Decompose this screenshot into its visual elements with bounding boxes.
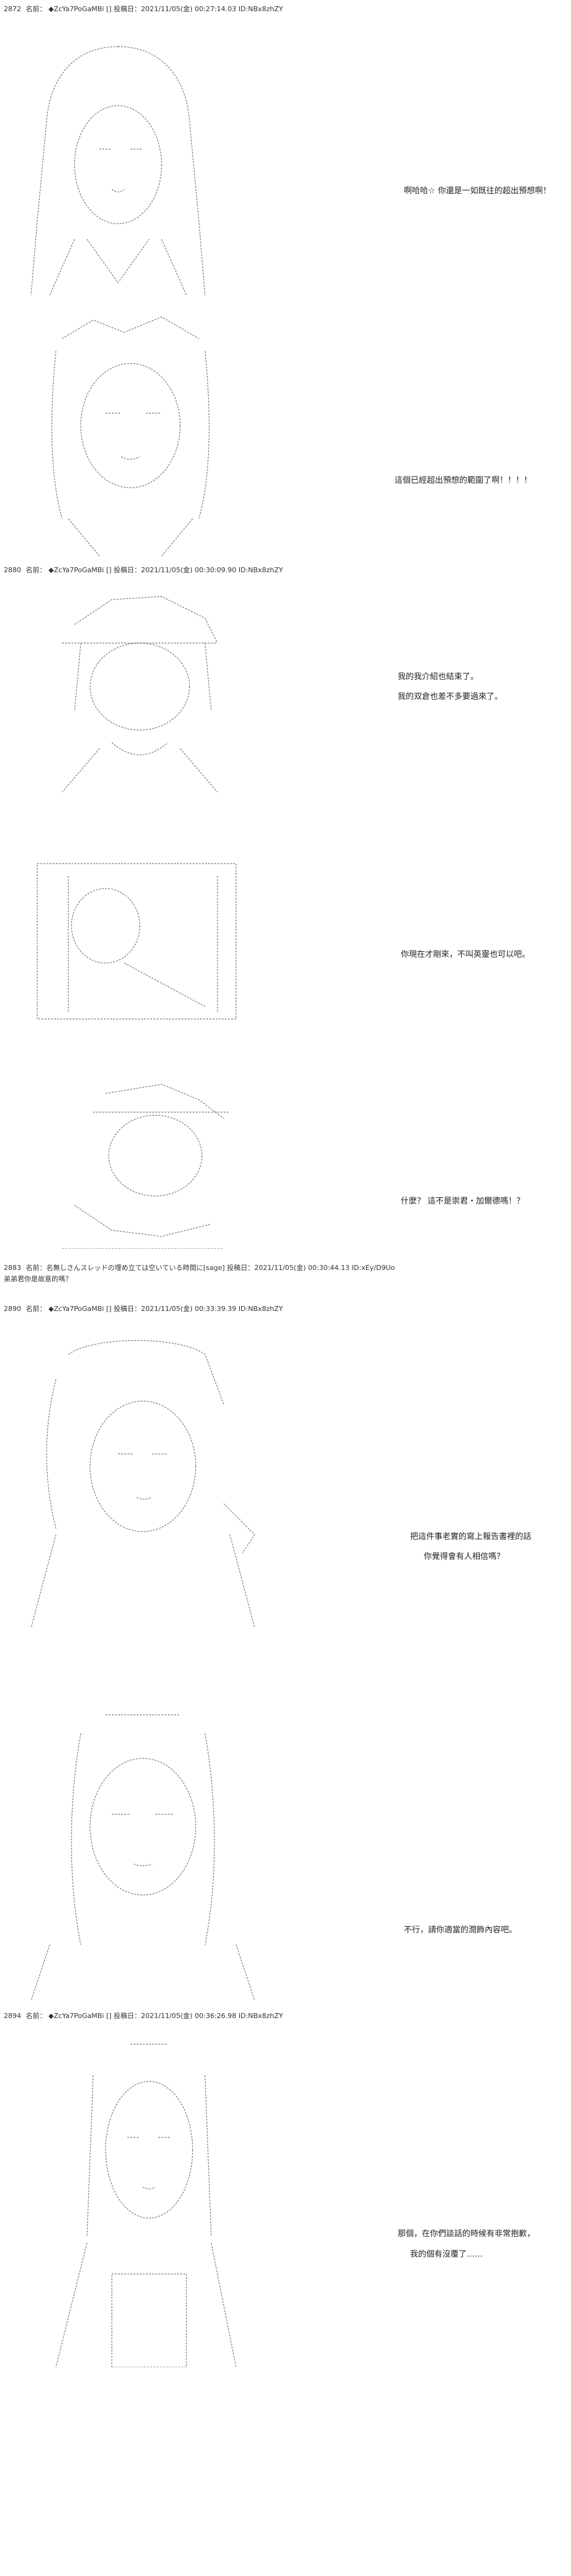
dialogue-line: 那個，在你們談話的時候有非常抱歉， <box>398 2229 536 2239</box>
post-id: ID:xEy/D9Uo <box>352 1264 395 1272</box>
ascii-art-drawing <box>30 46 206 296</box>
post-trip: 名無しさんスレッドの埋め立ては空いている時間に[sage] <box>46 1264 225 1272</box>
ascii-art-drawing <box>37 863 237 1020</box>
ascii-art-panel <box>12 34 217 301</box>
post-date-label: 投稿日： <box>113 2012 141 2020</box>
dialogue-line: 啊哈哈☆ 你還是一如既往的超出預想啊！ <box>404 186 551 196</box>
ascii-art-panel <box>25 1709 261 2001</box>
post-id: ID:NBx8zhZY <box>238 566 283 574</box>
ascii-art-panel <box>25 314 236 559</box>
post-number: 2880 <box>4 566 21 574</box>
ascii-art-panel <box>31 857 249 1022</box>
dialogue-line: 我的個有沒覆了…… <box>410 2250 483 2259</box>
post-date: 2021/11/05(金) 00:27:14.03 <box>140 5 237 13</box>
ascii-art-drawing <box>30 1714 255 2001</box>
post-number: 2872 <box>4 5 21 13</box>
post-header: 2894 名前： ◆ZcYa7PoGaMBi [] 投稿日：2021/11/05… <box>4 2011 283 2021</box>
post-id: ID:NBx8zhZY <box>238 5 283 13</box>
ascii-art-drawing <box>62 1084 230 1249</box>
post-number: 2883 <box>4 1264 21 1272</box>
post-date: 2021/11/05(金) 00:36:26.98 <box>140 2012 237 2020</box>
post-header: 2880 名前： ◆ZcYa7PoGaMBi [] 投稿日：2021/11/05… <box>4 565 283 575</box>
post-number: 2890 <box>4 1305 21 1313</box>
dialogue-line: 把這件事老實的寫上報告書裡的話 <box>410 1532 532 1541</box>
post-name-label: 名前： <box>25 1264 47 1272</box>
post-trip: ◆ZcYa7PoGaMBi <box>48 2012 104 2020</box>
post-trip: ◆ZcYa7PoGaMBi <box>48 1305 104 1313</box>
post-name-label: 名前： <box>25 1305 47 1313</box>
post-header: 2872 名前： ◆ZcYa7PoGaMBi [] 投稿日：2021/11/05… <box>4 4 283 14</box>
post-id: ID:NBx8zhZY <box>238 1305 283 1313</box>
post-name-label: 名前： <box>25 5 47 13</box>
dialogue-line: 你現在才剛來，不叫英靈也可以吧。 <box>401 950 531 959</box>
post-number: 2894 <box>4 2012 21 2020</box>
dialogue-line: 這個已經超出預想的範圍了啊！！！！ <box>395 476 532 485</box>
post-trip: ◆ZcYa7PoGaMBi <box>48 5 104 13</box>
post-bracket: [] <box>106 1305 112 1313</box>
post-date-label: 投稿日： <box>113 566 141 574</box>
post-date-label: 投稿日： <box>227 1264 255 1272</box>
post-id: ID:NBx8zhZY <box>238 2012 283 2020</box>
post-bracket: [] <box>106 5 112 13</box>
post-header: 2890 名前： ◆ZcYa7PoGaMBi [] 投稿日：2021/11/05… <box>4 1304 283 1313</box>
post-trip: ◆ZcYa7PoGaMBi <box>48 566 104 574</box>
ascii-art-drawing <box>62 596 218 792</box>
dialogue-line: 什麼？ 這不是崇君・加爾德嗎！？ <box>401 1197 525 1206</box>
dialogue-line: 我的双倉也差不多要過來了。 <box>398 692 503 701</box>
dialogue-line: 你覺得會有人相信嗎？ <box>424 1552 505 1561</box>
post-bracket: [] <box>106 566 112 574</box>
ascii-art-drawing <box>55 2044 237 2367</box>
ascii-art-panel <box>19 1330 273 1631</box>
post-name-label: 名前： <box>25 566 47 574</box>
post-name-label: 名前： <box>25 2012 47 2020</box>
ascii-art-panel <box>43 2038 242 2367</box>
ascii-art-drawing <box>30 1340 255 1628</box>
comment-text: 弟弟君你是故意的嗎？ <box>4 1275 72 1283</box>
post-bracket: [] <box>106 2012 112 2020</box>
post-date: 2021/11/05(金) 00:33:39.39 <box>140 1305 237 1313</box>
dialogue-line: 不行，請你適當的潤飾內容吧。 <box>404 1925 518 1935</box>
post-date: 2021/11/05(金) 00:30:09.90 <box>140 566 237 574</box>
post-date: 2021/11/05(金) 00:30:44.13 <box>254 1264 350 1272</box>
ascii-art-panel <box>37 587 242 792</box>
dialogue-line: 我的我介紹也結束了。 <box>398 672 479 682</box>
post-date-label: 投稿日： <box>113 1305 141 1313</box>
post-header: 2883 名前：名無しさんスレッドの埋め立ては空いている時間に[sage] 投稿… <box>4 1263 395 1272</box>
ascii-art-drawing <box>51 316 210 557</box>
post-date-label: 投稿日： <box>113 5 141 13</box>
ascii-art-panel <box>37 1081 249 1249</box>
